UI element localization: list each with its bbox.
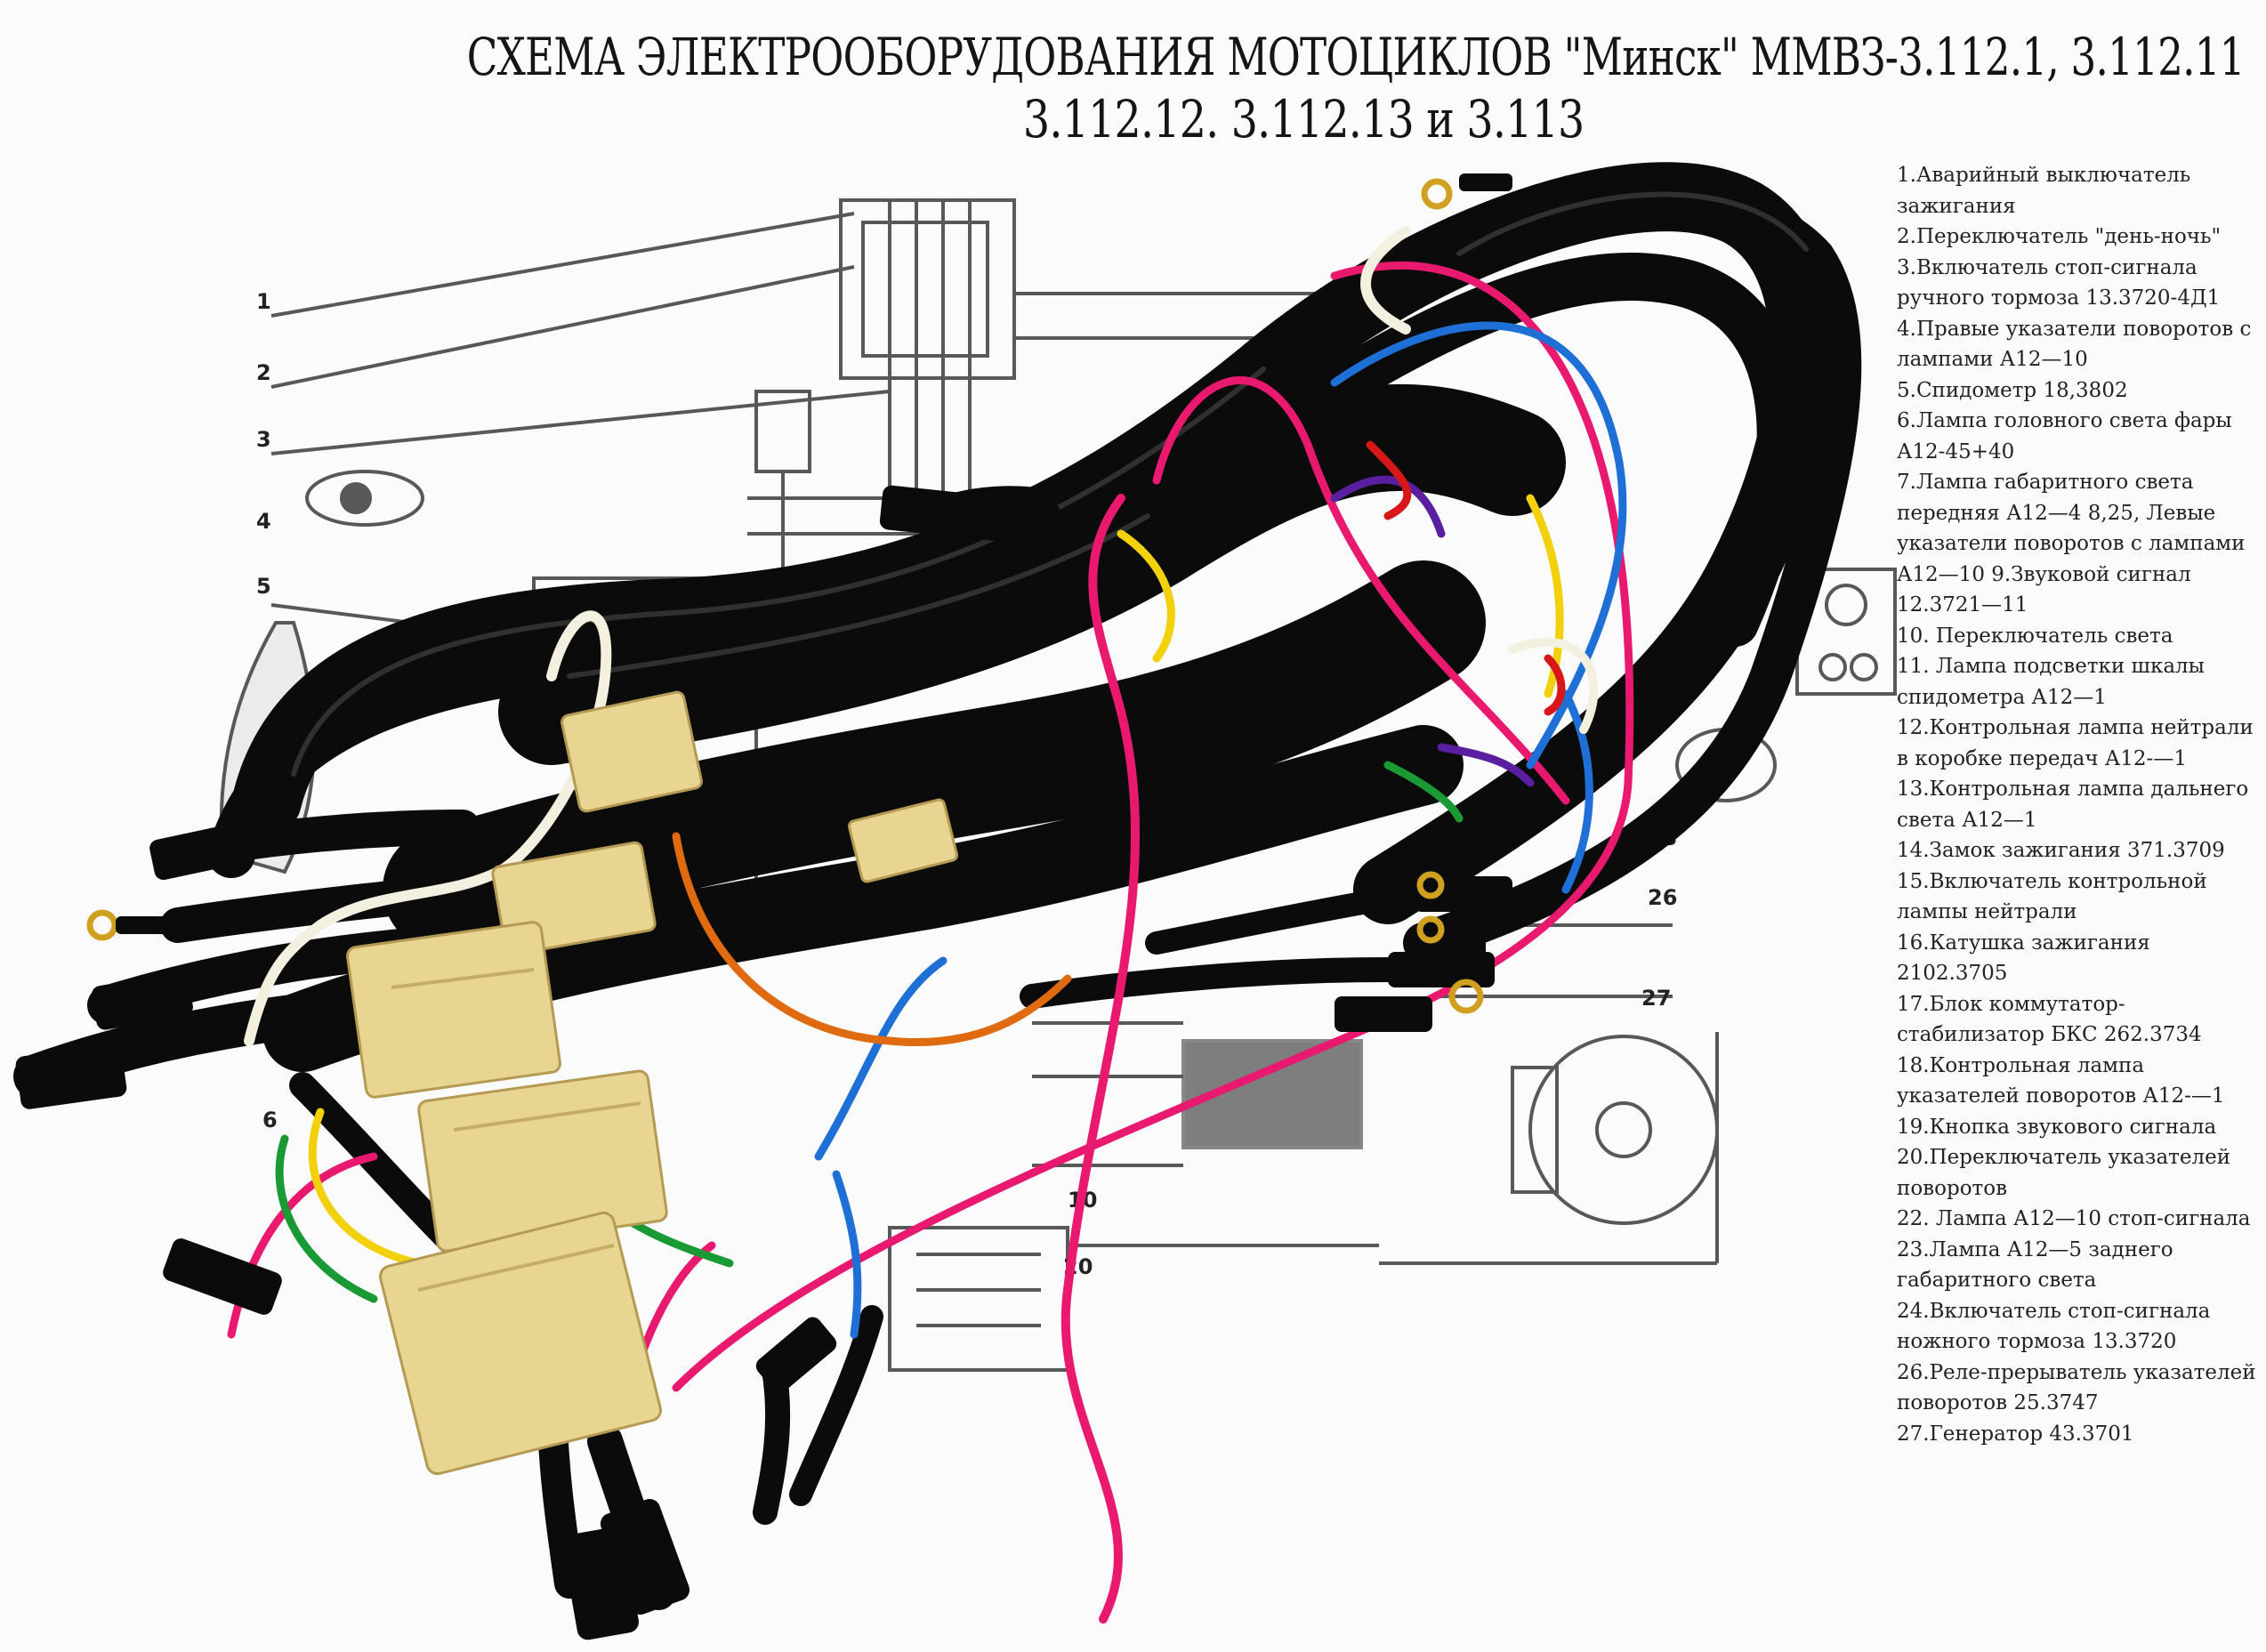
callout-6: 6 (262, 1108, 278, 1132)
callout-26: 26 (1648, 885, 1678, 910)
legend-item: 17.Блок коммутатор-стабилизатор БКС 262.… (1897, 992, 2202, 1047)
legend-item: 14.Замок зажигания 371.3709 (1897, 839, 2225, 862)
legend-item: 10. Переключатель света (1897, 624, 2173, 648)
legend-item: 18.Контрольная лампа указателей поворото… (1897, 1053, 2225, 1108)
legend-item: 5.Спидометр 18,3802 (1897, 378, 2128, 402)
legend-item: 26.Реле-прерыватель указателей поворотов… (1897, 1360, 2256, 1415)
legend-item: 20.Переключатель указателей поворотов (1897, 1146, 2231, 1200)
callout-27: 27 (1641, 986, 1672, 1011)
legend-item: 4.Правые указатели поворотов с лампами А… (1897, 317, 2252, 372)
legend-item: 7.Лампа габаритного света передняя А12—4… (1897, 471, 2246, 616)
diagram-title-line2: 3.112.12. 3.112.13 и 3.113 (1022, 89, 1585, 149)
legend-item: 27.Генератор 43.3701 (1897, 1422, 2134, 1446)
callout-1: 1 (256, 289, 271, 314)
legend-item: 2.Переключатель "день-ночь" (1897, 225, 2222, 248)
callout-5: 5 (256, 574, 271, 599)
diagram-title-line1: СХЕМА ЭЛЕКТРООБОРУДОВАНИЯ МОТОЦИКЛОВ "Ми… (466, 27, 2246, 87)
legend-item: 3.Включатель стоп-сигнала ручного тормоз… (1897, 255, 2221, 310)
legend-item: 16.Катушка зажигания 2102.3705 (1897, 931, 2150, 986)
legend-item: 6.Лампа головного света фары А12-45+40 (1897, 409, 2232, 463)
legend-item: 22. Лампа А12—10 стоп-сигнала (1897, 1207, 2251, 1230)
legend-item: 19.Кнопка звукового сигнала (1897, 1115, 2217, 1139)
legend-item: 12.Контрольная лампа нейтрали в коробке … (1897, 716, 2254, 770)
component-legend: 1.Аварийный выключатель зажигания 2.Перек… (1897, 160, 2266, 1449)
legend-item: 15.Включатель контрольной лампы нейтрали (1897, 869, 2207, 924)
legend-item: 23.Лампа А12—5 заднего габаритного света (1897, 1237, 2173, 1293)
callout-4: 4 (256, 509, 271, 534)
legend-item: 24.Включатель стоп-сигнала ножного тормо… (1897, 1299, 2211, 1354)
legend-item: 11. Лампа подсветки шкалы спидометра А12… (1897, 655, 2205, 709)
callout-2: 2 (256, 360, 271, 385)
legend-item: 1.Аварийный выключатель зажигания (1897, 164, 2191, 218)
legend-item: 13.Контрольная лампа дальнего света А12—… (1897, 778, 2249, 832)
callout-3: 3 (256, 427, 271, 452)
